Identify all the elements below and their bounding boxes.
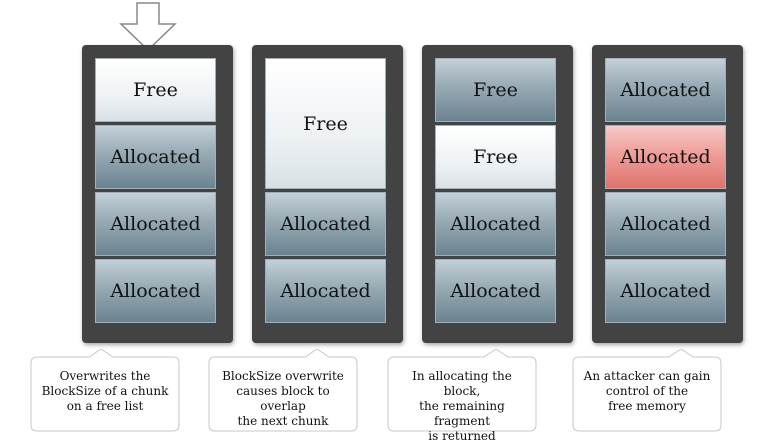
caption-callout-4: An attacker can gain control of the free… [571, 349, 723, 433]
memory-panel-4: Allocated Allocated Allocated Allocated [592, 45, 743, 343]
caption-text: In allocating the block, the remaining f… [394, 369, 530, 444]
caption-line: BlockSize overwrite [222, 369, 344, 383]
chunk-free-fragment: Free [435, 125, 556, 189]
chunk-allocated: Allocated [605, 192, 726, 256]
chunk-allocated: Allocated [95, 259, 216, 323]
caption-line: is returned [428, 429, 496, 443]
caption-text: Overwrites the BlockSize of a chunk on a… [37, 369, 173, 414]
chunk-allocated: Allocated [435, 192, 556, 256]
caption-line: Overwrites the [59, 369, 151, 383]
chunk-free-overlapping: Free [265, 58, 386, 189]
chunk-allocated: Allocated [605, 259, 726, 323]
caption-line: In allocating the block, [412, 369, 512, 398]
caption-callout-2: BlockSize overwrite causes block to over… [207, 349, 359, 433]
caption-line: BlockSize of a chunk [41, 384, 169, 398]
caption-line: the next chunk [237, 414, 329, 428]
chunk-allocated: Allocated [265, 192, 386, 256]
chunk-allocated: Allocated [95, 192, 216, 256]
chunk-allocated: Allocated [605, 58, 726, 122]
memory-panel-1: Free Allocated Allocated Allocated [82, 45, 233, 343]
caption-line: control of the [605, 384, 689, 398]
caption-callout-3: In allocating the block, the remaining f… [386, 349, 538, 443]
caption-line: on a free list [66, 399, 144, 413]
memory-panel-2: Free Allocated Allocated [252, 45, 403, 343]
memory-panel-3: Free Free Allocated Allocated [422, 45, 573, 343]
caption-line: the remaining fragment [419, 399, 505, 428]
chunk-free-allocated-portion: Free [435, 58, 556, 122]
caption-line: An attacker can gain [583, 369, 711, 383]
caption-line: causes block to overlap [236, 384, 330, 413]
caption-text: BlockSize overwrite causes block to over… [215, 369, 351, 429]
down-arrow-icon [119, 2, 177, 52]
caption-callout-1: Overwrites the BlockSize of a chunk on a… [29, 349, 181, 433]
chunk-allocated: Allocated [265, 259, 386, 323]
chunk-allocated: Allocated [95, 125, 216, 189]
chunk-allocated-attacker-controlled: Allocated [605, 125, 726, 189]
caption-line: free memory [608, 399, 686, 413]
caption-text: An attacker can gain control of the free… [579, 369, 715, 414]
chunk-free: Free [95, 58, 216, 122]
chunk-allocated: Allocated [435, 259, 556, 323]
